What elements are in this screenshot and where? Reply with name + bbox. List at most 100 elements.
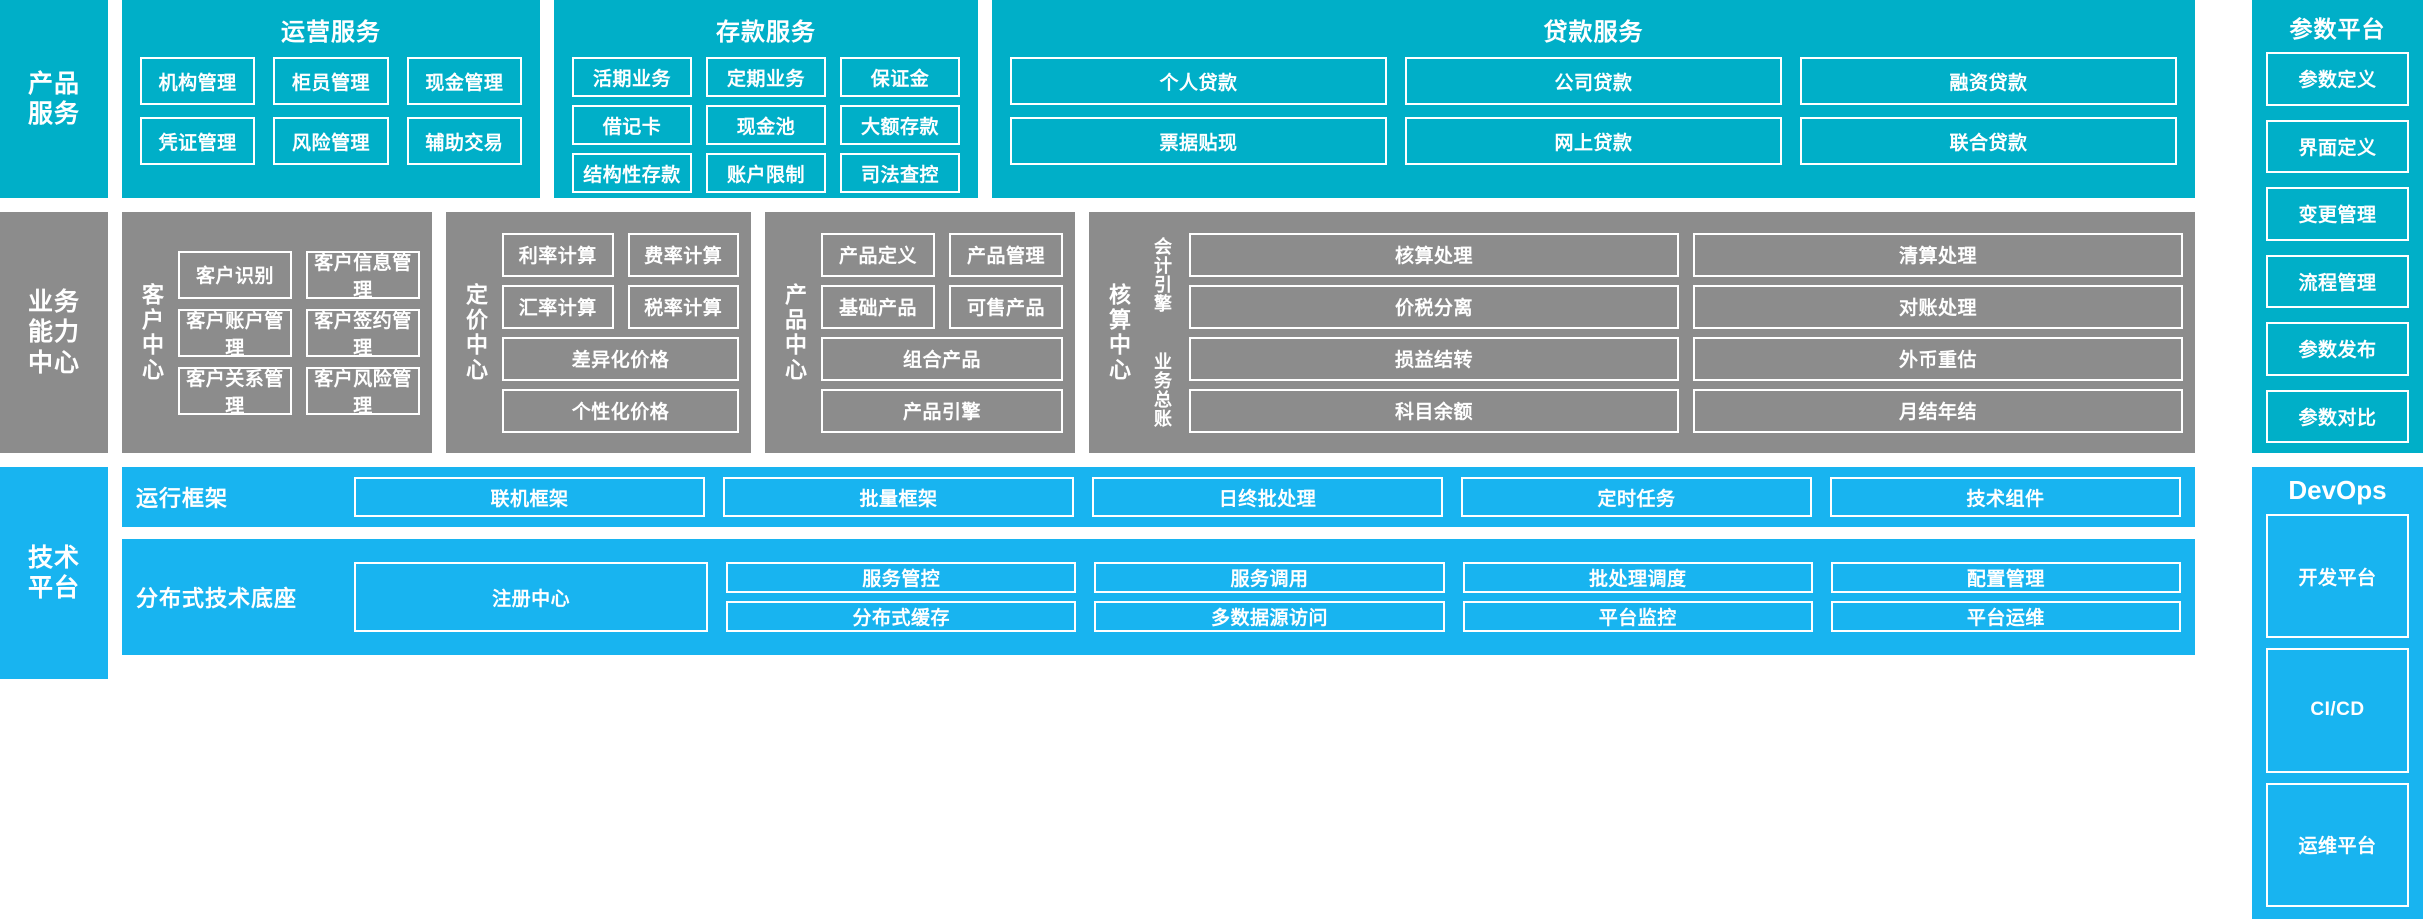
tile-ci-cd[interactable]: CI/CD (2266, 648, 2409, 773)
group-title-loan: 贷款服务 (1543, 19, 1644, 46)
tile-composite-product[interactable]: 组合产品 (821, 336, 1063, 381)
center-customer-row-2: 客户账户管理 客户签约管理 (178, 308, 420, 359)
tile-customer-relation-management[interactable]: 客户关系管理 (178, 366, 292, 417)
tile-distributed-cache[interactable]: 分布式缓存 (726, 601, 1077, 632)
tile-tax-rate-calc[interactable]: 税率计算 (627, 284, 739, 329)
center-customer-body: 客户识别 客户信息管理 客户账户管理 客户签约管理 客户关系管理 客户风险管理 (178, 222, 420, 443)
tile-accounting-processing[interactable]: 核算处理 (1189, 232, 1679, 277)
tile-service-governance[interactable]: 服务管控 (726, 562, 1077, 593)
tile-reconciliation-processing[interactable]: 对账处理 (1693, 284, 2183, 329)
tile-product-definition[interactable]: 产品定义 (821, 232, 935, 277)
group-operation-services: 运营服务 机构管理 柜员管理 现金管理 凭证管理 风险管理 辅助交易 (122, 0, 540, 198)
tile-product-management[interactable]: 产品管理 (949, 232, 1063, 277)
tile-customer-identification[interactable]: 客户识别 (178, 250, 292, 299)
tile-structured-deposit[interactable]: 结构性存款 (572, 153, 692, 193)
tile-batch-framework[interactable]: 批量框架 (723, 477, 1074, 517)
center-accounting: 核算中心 会计引擎 业务总账 核算处理 清算处理 价税分离 对账处理 损益结 (1089, 212, 2195, 453)
tile-fee-rate-calc[interactable]: 费率计算 (627, 232, 739, 277)
tile-parameter-release[interactable]: 参数发布 (2266, 322, 2409, 376)
layer-label-line-1: 产品 (27, 69, 80, 98)
runtime-framework-tiles: 联机框架 批量框架 日终批处理 定时任务 技术组件 (354, 477, 2181, 517)
center-label-accounting: 核算中心 (1106, 282, 1131, 383)
center-accounting-row-1: 核算处理 清算处理 (1189, 232, 2183, 277)
tile-online-framework[interactable]: 联机框架 (354, 477, 705, 517)
tile-service-invocation[interactable]: 服务调用 (1094, 562, 1445, 593)
tile-scheduled-task[interactable]: 定时任务 (1461, 477, 1812, 517)
center-pricing: 定价中心 利率计算 费率计算 汇率计算 税率计算 差异化价格 个性化价格 (446, 212, 751, 453)
center-label-customer: 客户中心 (139, 282, 164, 383)
tile-foreign-currency-revaluation[interactable]: 外币重估 (1693, 336, 2183, 381)
tile-bill-discount[interactable]: 票据贴现 (1010, 117, 1387, 165)
tile-platform-operations[interactable]: 平台运维 (1830, 601, 2182, 632)
tile-interest-rate-calc[interactable]: 利率计算 (502, 232, 614, 277)
tile-basic-product[interactable]: 基础产品 (821, 284, 935, 329)
tile-parameter-comparison[interactable]: 参数对比 (2266, 389, 2409, 443)
group-title-deposit: 存款服务 (716, 19, 816, 46)
tile-margin-deposit[interactable]: 保证金 (840, 57, 960, 97)
tile-differential-pricing[interactable]: 差异化价格 (502, 336, 739, 381)
tile-process-management[interactable]: 流程管理 (2266, 254, 2409, 308)
tile-online-loan[interactable]: 网上贷款 (1405, 117, 1782, 165)
tile-ops-platform[interactable]: 运维平台 (2266, 782, 2409, 907)
tile-customer-account-management[interactable]: 客户账户管理 (178, 308, 292, 359)
tile-customer-risk-management[interactable]: 客户风险管理 (306, 366, 420, 417)
tile-org-management[interactable]: 机构管理 (140, 57, 256, 105)
tile-registry-center[interactable]: 注册中心 (354, 562, 709, 632)
tile-time-business[interactable]: 定期业务 (706, 57, 826, 97)
tile-multi-datasource-access[interactable]: 多数据源访问 (1094, 601, 1445, 632)
tile-batch-scheduling[interactable]: 批处理调度 (1462, 562, 1813, 593)
tile-risk-management[interactable]: 风险管理 (273, 117, 389, 165)
tile-parameter-definition[interactable]: 参数定义 (2266, 52, 2409, 106)
tile-corporate-loan[interactable]: 公司贷款 (1405, 57, 1782, 105)
devops-title: DevOps (2288, 475, 2387, 505)
tile-platform-monitoring[interactable]: 平台监控 (1462, 601, 1813, 632)
center-product: 产品中心 产品定义 产品管理 基础产品 可售产品 组合产品 产品引擎 (765, 212, 1075, 453)
tile-account-balance[interactable]: 科目余额 (1189, 388, 1679, 433)
tile-end-of-day-batch[interactable]: 日终批处理 (1092, 477, 1443, 517)
accounting-sub-labels: 会计引擎 业务总账 (1145, 222, 1179, 443)
tile-cash-management[interactable]: 现金管理 (406, 57, 522, 105)
tile-technical-component[interactable]: 技术组件 (1830, 477, 2181, 517)
tile-judicial-control[interactable]: 司法查控 (840, 153, 960, 193)
tile-exchange-rate-calc[interactable]: 汇率计算 (502, 284, 614, 329)
tile-account-restriction[interactable]: 账户限制 (706, 153, 826, 193)
tile-dev-platform[interactable]: 开发平台 (2266, 514, 2409, 639)
center-accounting-body: 核算处理 清算处理 价税分离 对账处理 损益结转 外币重估 科目余额 月结年结 (1189, 222, 2183, 443)
tile-syndicated-loan[interactable]: 联合贷款 (1800, 117, 2177, 165)
tile-financing-loan[interactable]: 融资贷款 (1800, 57, 2177, 105)
tile-profit-loss-carryover[interactable]: 损益结转 (1189, 336, 1679, 381)
tile-debit-card[interactable]: 借记卡 (572, 105, 692, 145)
tile-voucher-management[interactable]: 凭证管理 (140, 117, 256, 165)
capability-label-line-1: 业务 (27, 287, 80, 316)
devops-list: 开发平台 CI/CD 运维平台 (2266, 514, 2409, 907)
main-layers-area: 产品 服务 运营服务 机构管理 柜员管理 现金管理 凭证管理 风险管理 辅助交易… (0, 0, 2195, 679)
tile-configuration-management[interactable]: 配置管理 (1830, 562, 2182, 593)
tile-settlement-processing[interactable]: 清算处理 (1693, 232, 2183, 277)
tile-product-engine[interactable]: 产品引擎 (821, 388, 1063, 433)
tile-personalized-pricing[interactable]: 个性化价格 (502, 388, 739, 433)
tile-interface-definition[interactable]: 界面定义 (2266, 119, 2409, 173)
tile-cash-pool[interactable]: 现金池 (706, 105, 826, 145)
center-customer-row-3: 客户关系管理 客户风险管理 (178, 366, 420, 417)
tile-customer-info-management[interactable]: 客户信息管理 (306, 250, 420, 301)
foundation-col-2: 服务调用 多数据源访问 (1094, 562, 1445, 632)
tile-month-year-end-close[interactable]: 月结年结 (1693, 388, 2183, 433)
operation-services-grid: 机构管理 柜员管理 现金管理 凭证管理 风险管理 辅助交易 (134, 57, 528, 165)
layer-label-line-2: 服务 (27, 100, 80, 128)
tile-price-tax-separation[interactable]: 价税分离 (1189, 284, 1679, 329)
center-product-body: 产品定义 产品管理 基础产品 可售产品 组合产品 产品引擎 (821, 222, 1063, 443)
tile-personal-loan[interactable]: 个人贷款 (1010, 57, 1387, 105)
center-pricing-row-4: 个性化价格 (502, 388, 739, 433)
tile-auxiliary-transaction[interactable]: 辅助交易 (406, 117, 522, 165)
layer-label-product-services: 产品 服务 (0, 0, 108, 198)
tile-large-deposit[interactable]: 大额存款 (840, 105, 960, 145)
tile-teller-management[interactable]: 柜员管理 (273, 57, 389, 105)
deposit-services-grid: 活期业务 定期业务 保证金 借记卡 现金池 大额存款 结构性存款 账户限制 司法… (566, 57, 966, 193)
tile-change-management[interactable]: 变更管理 (2266, 187, 2409, 241)
group-loan-services: 贷款服务 个人贷款 公司贷款 融资贷款 票据贴现 网上贷款 联合贷款 (992, 0, 2195, 198)
capability-label-line-3: 中心 (27, 348, 80, 377)
tile-demand-business[interactable]: 活期业务 (572, 57, 692, 97)
tile-customer-contract-management[interactable]: 客户签约管理 (306, 308, 420, 359)
tile-sellable-product[interactable]: 可售产品 (949, 284, 1063, 329)
